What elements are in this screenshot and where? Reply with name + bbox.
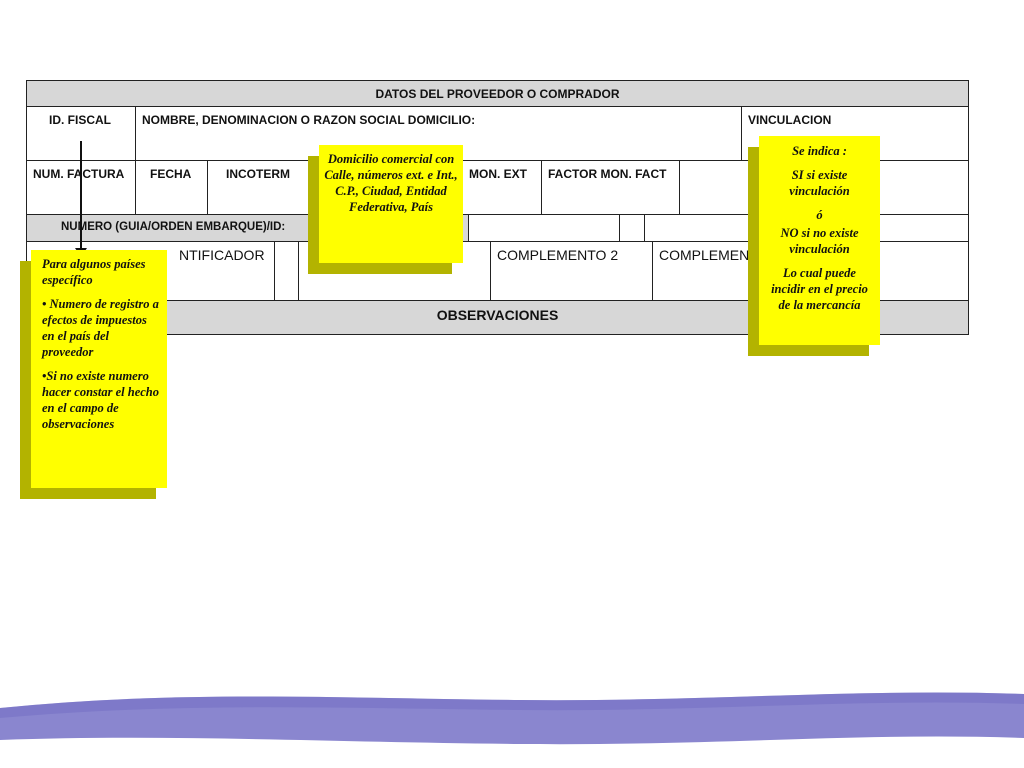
mon-ext-label: MON. EXT bbox=[462, 160, 542, 215]
note-id-line: •Si no existe numero hacer constar el he… bbox=[42, 369, 160, 431]
decorative-wave bbox=[0, 692, 1024, 745]
empty-cell bbox=[468, 214, 620, 242]
empty-cell bbox=[619, 214, 645, 242]
arrow-line bbox=[80, 141, 82, 255]
note-vinc-line: NO si no existe vinculación bbox=[780, 226, 859, 256]
note-id-fiscal: Para algunos países específico • Numero … bbox=[31, 250, 167, 488]
complemento-2-label: COMPLEMENTO 2 bbox=[490, 241, 653, 301]
note-vinc-line: ó bbox=[816, 208, 823, 222]
note-vinc-line: SI si existe vinculación bbox=[789, 168, 850, 198]
empty-cell bbox=[274, 241, 299, 301]
note-id-line: • Numero de registro a efectos de impues… bbox=[42, 297, 159, 359]
note-domicilio: Domicilio comercial con Calle, números e… bbox=[319, 145, 463, 263]
form-title: DATOS DEL PROVEEDOR O COMPRADOR bbox=[26, 80, 969, 107]
note-domicilio-text: Domicilio comercial con Calle, números e… bbox=[324, 152, 458, 214]
note-vinculacion: Se indica : SI si existe vinculación ó N… bbox=[759, 136, 880, 345]
factor-mon-label: FACTOR MON. FACT bbox=[541, 160, 680, 215]
incoterm-label: INCOTERM bbox=[207, 160, 309, 215]
fecha-label: FECHA bbox=[135, 160, 208, 215]
note-vinc-line: Lo cual puede incidir en el precio de la… bbox=[771, 266, 868, 312]
note-id-line: Para algunos países específico bbox=[42, 257, 146, 287]
note-vinc-line: Se indica : bbox=[792, 144, 847, 158]
